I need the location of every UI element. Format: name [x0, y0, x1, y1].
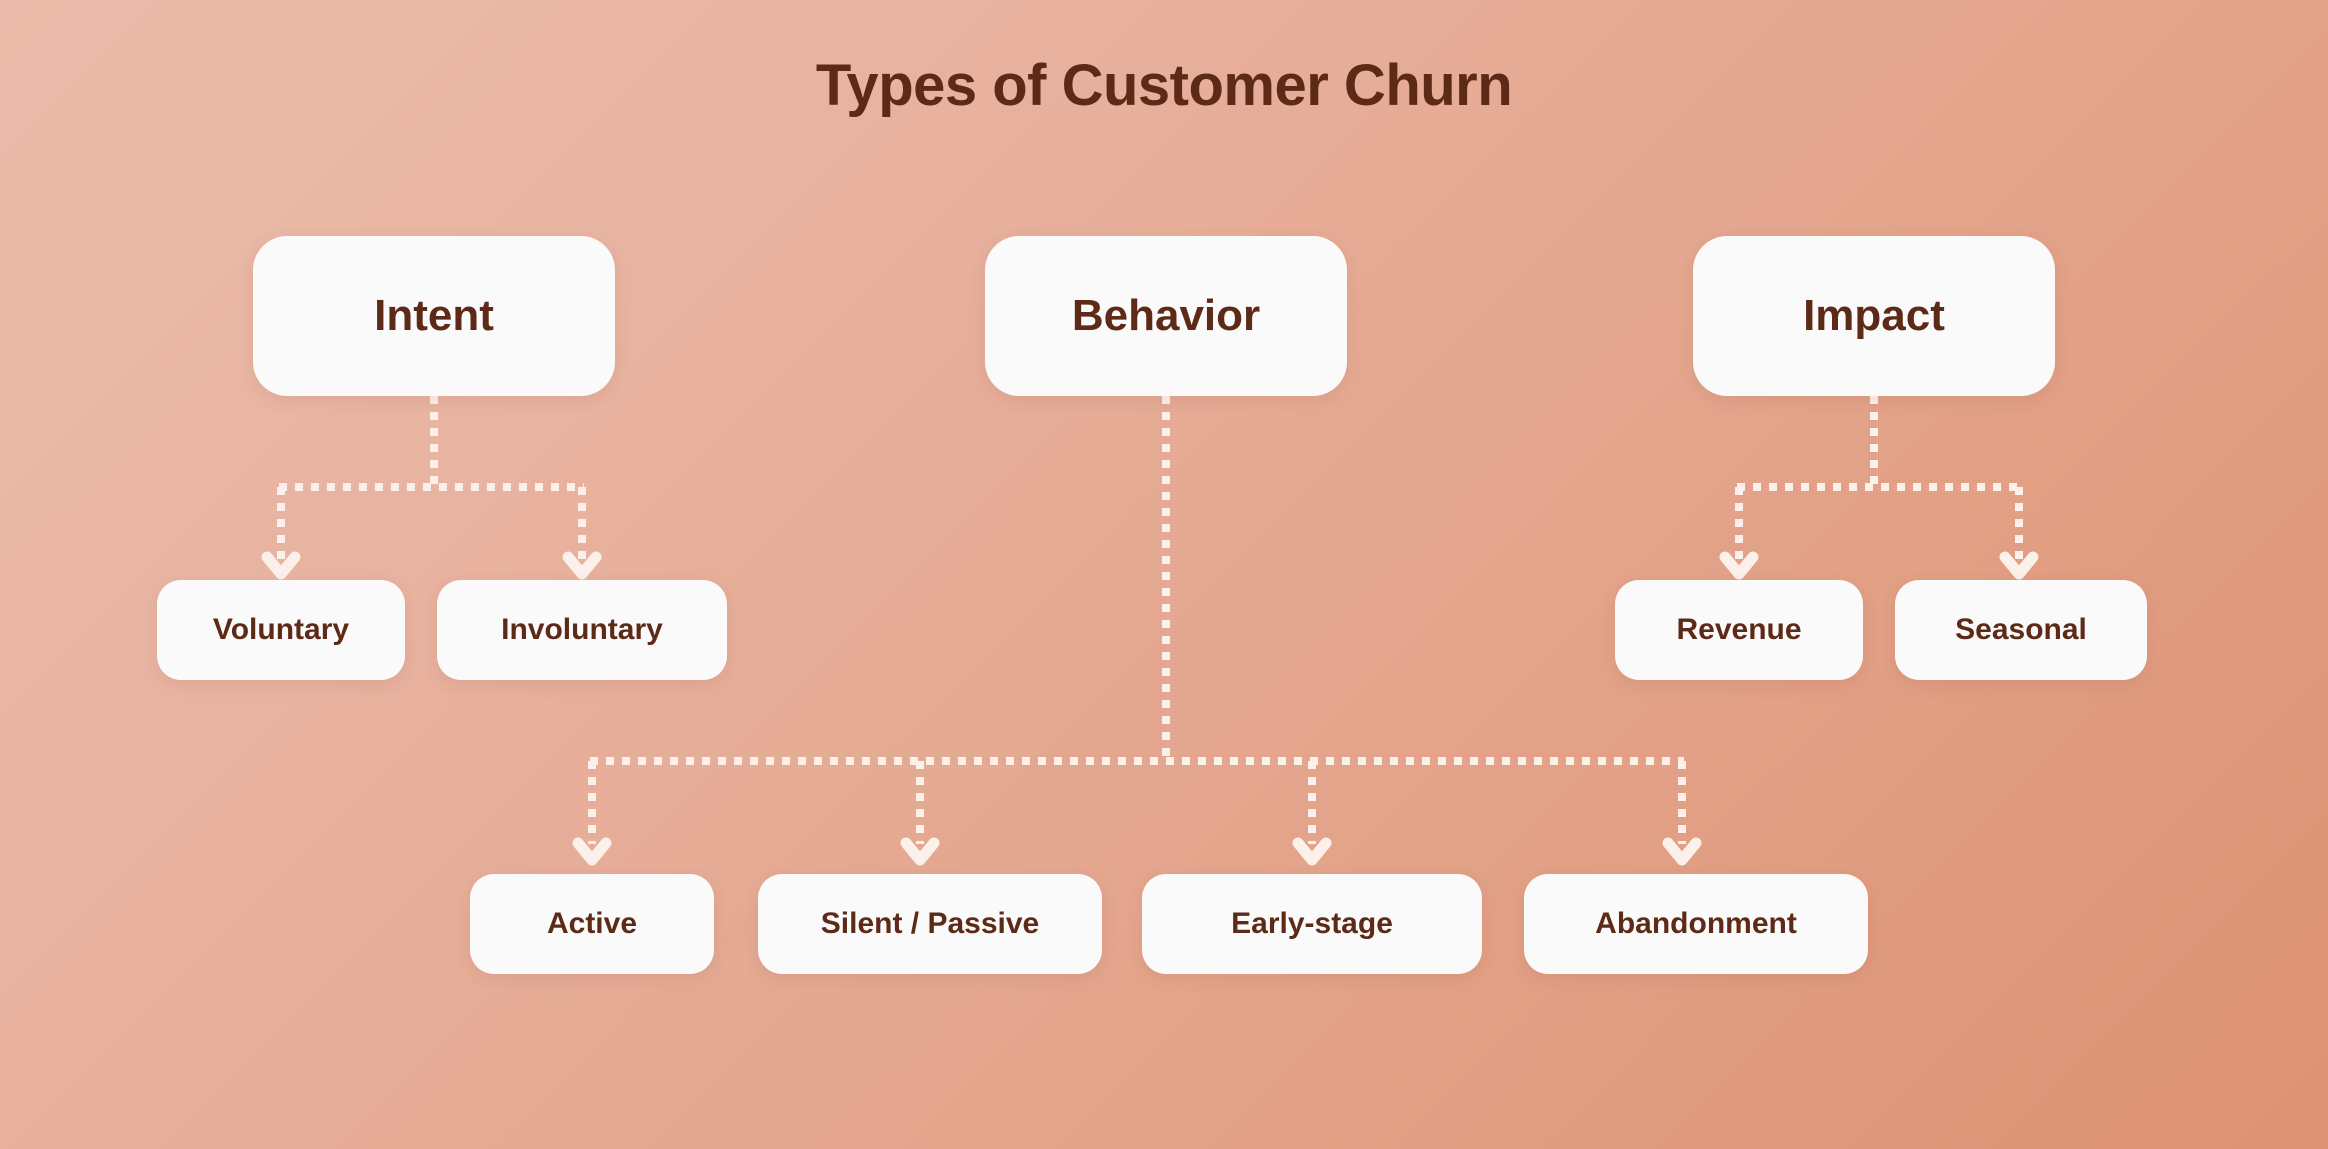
arrowhead-revenue [1719, 551, 1759, 580]
arrowhead-active [572, 837, 612, 866]
node-active[interactable]: Active [470, 874, 714, 974]
node-voluntary-label: Voluntary [212, 613, 350, 646]
node-behavior-label: Behavior [1071, 291, 1261, 340]
node-silent-passive[interactable]: Silent / Passive [758, 874, 1102, 974]
arrowhead-voluntary [261, 551, 301, 580]
node-intent-label: Intent [374, 291, 494, 340]
node-early-stage[interactable]: Early-stage [1142, 874, 1482, 974]
node-early-stage-label: Early-stage [1231, 907, 1393, 940]
arrowhead-silent [900, 837, 940, 866]
node-revenue-label: Revenue [1676, 613, 1802, 646]
node-impact-label: Impact [1803, 291, 1945, 340]
node-behavior[interactable]: Behavior [985, 236, 1347, 396]
node-impact[interactable]: Impact [1693, 236, 2055, 396]
node-involuntary[interactable]: Involuntary [437, 580, 727, 680]
node-involuntary-label: Involuntary [501, 613, 663, 646]
node-seasonal[interactable]: Seasonal [1895, 580, 2147, 680]
arrowhead-involuntary [562, 551, 602, 580]
arrowhead-abandonment [1662, 837, 1702, 866]
node-voluntary[interactable]: Voluntary [157, 580, 405, 680]
node-seasonal-label: Seasonal [1955, 613, 2087, 646]
node-abandonment-label: Abandonment [1595, 907, 1797, 940]
node-silent-passive-label: Silent / Passive [820, 907, 1040, 940]
node-intent[interactable]: Intent [253, 236, 615, 396]
arrowhead-seasonal [1999, 551, 2039, 580]
page-title: Types of Customer Churn [815, 53, 1513, 118]
node-abandonment[interactable]: Abandonment [1524, 874, 1868, 974]
arrowhead-early [1292, 837, 1332, 866]
node-revenue[interactable]: Revenue [1615, 580, 1863, 680]
node-active-label: Active [546, 907, 638, 940]
